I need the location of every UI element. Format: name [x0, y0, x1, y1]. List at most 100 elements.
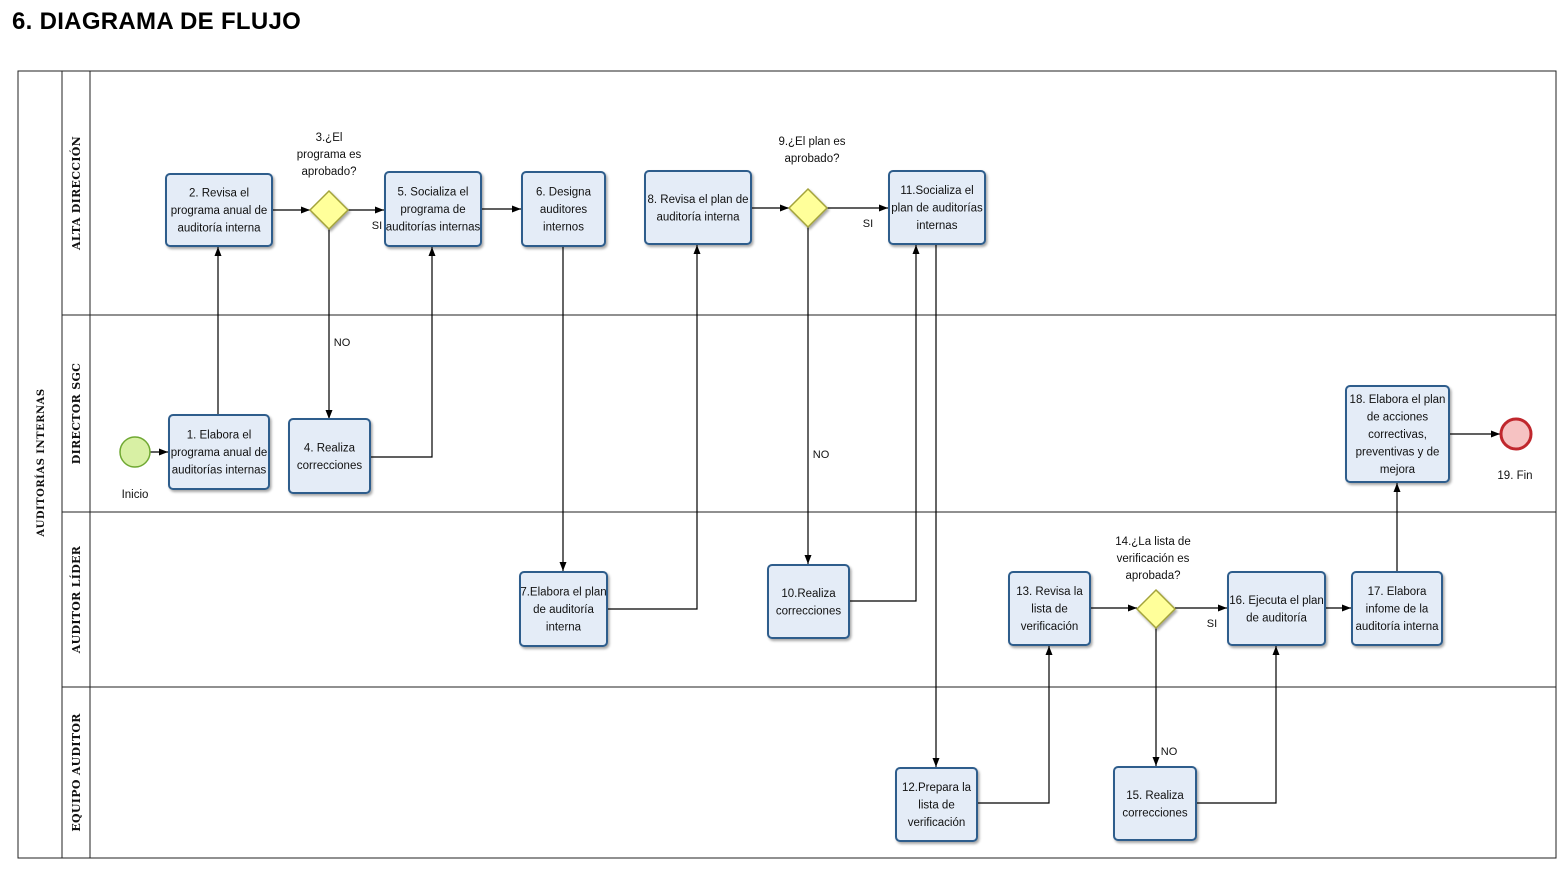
task-label: 1. Elabora el: [187, 430, 252, 442]
task-label: 16. Ejecuta el plan: [1229, 595, 1324, 607]
task-label: correctivas,: [1368, 429, 1427, 441]
task-box: [1345, 385, 1450, 483]
gateway-label: aprobada?: [1126, 570, 1181, 582]
task-label: 15. Realiza: [1126, 790, 1184, 802]
node-n6: 6. Designa auditores internos: [521, 171, 606, 247]
task-label: 10.Realiza: [781, 588, 836, 600]
task-box: [519, 571, 608, 647]
node-n11: 11.Socializa el plan de auditorías interna…: [888, 170, 986, 245]
edge-label-yes: SI: [1207, 618, 1217, 630]
task-box: [1113, 766, 1197, 841]
gateway-label: aprobado?: [302, 166, 357, 178]
start-label: Inicio: [122, 489, 149, 501]
task-label: lista de: [1031, 604, 1067, 616]
task-box: [644, 170, 752, 245]
task-label: auditoría interna: [656, 211, 740, 223]
task-label: infome de la: [1366, 604, 1429, 616]
node-n4: 4. Realiza correcciones: [288, 418, 371, 494]
task-label: auditoría interna: [177, 223, 261, 235]
task-label: 4. Realiza: [304, 442, 356, 454]
task-box: [767, 564, 850, 639]
lane-label: DIRECTOR SGC: [70, 363, 83, 464]
task-label: auditores: [540, 204, 588, 216]
task-label: 2. Revisa el: [189, 188, 249, 200]
task-label: de auditoría: [1246, 612, 1307, 624]
node-n15: 15. Realiza correcciones: [1113, 766, 1197, 841]
task-label: 6. Designa: [536, 187, 592, 199]
node-n3: 3.¿El programa es aprobado?: [297, 132, 362, 231]
task-label: plan de auditorías: [891, 203, 983, 215]
task-label: 5. Socializa el: [398, 187, 469, 199]
gateway-label: 9.¿El plan es: [778, 136, 845, 148]
task-label: de auditoría: [533, 604, 594, 616]
pool-border: [17, 70, 1557, 859]
task-label: programa anual de: [171, 447, 268, 459]
edge-label-no: NO: [1161, 746, 1178, 758]
end-event: [1499, 417, 1533, 451]
task-label: 18. Elabora el plan: [1350, 394, 1446, 406]
node-n5: 5. Socializa el programa de auditorías int…: [384, 171, 482, 247]
task-box: [888, 170, 986, 245]
task-label: internos: [543, 222, 584, 234]
node-n8: 8. Revisa el plan de auditoría interna: [644, 170, 752, 245]
task-box: [288, 418, 371, 494]
lane-label: ALTA DIRECCIÓN: [69, 136, 83, 251]
edges: SI NO SI NO SI NO: [150, 204, 1500, 804]
flow-arrow: [607, 245, 701, 610]
task-label: 12.Prepara la: [902, 782, 972, 794]
start-event: [119, 436, 151, 468]
node-n18: 18. Elabora el plan de acciones correctiva…: [1345, 385, 1450, 483]
task-label: 7.Elabora el plan: [520, 587, 606, 599]
gateway-diamond: [1135, 588, 1177, 630]
edge-label-yes: SI: [372, 220, 382, 232]
gateway-label: verificación es: [1117, 553, 1190, 565]
task-box: [1351, 571, 1443, 646]
task-label: de acciones: [1367, 412, 1429, 424]
task-label: auditorías internas: [386, 222, 481, 234]
edge-label-no: NO: [334, 337, 351, 349]
pool-label: AUDITORÍAS INTERNAS: [35, 388, 47, 537]
task-label: correcciones: [1122, 807, 1187, 819]
node-start: Inicio: [119, 436, 151, 501]
task-box: [1227, 571, 1326, 646]
task-label: mejora: [1380, 464, 1416, 476]
gateway-label: 14.¿La lista de: [1115, 536, 1190, 548]
node-n10: 10.Realiza correcciones: [767, 564, 850, 639]
edge-label-yes: SI: [863, 218, 873, 230]
task-box: [165, 173, 273, 247]
node-n14: 14.¿La lista de verificación es aprobada?: [1115, 536, 1191, 630]
task-label: preventivas y de: [1356, 447, 1440, 459]
end-label: 19. Fin: [1497, 470, 1532, 482]
task-label: verificación: [1021, 621, 1079, 633]
task-box: [521, 171, 606, 247]
task-label: correcciones: [776, 605, 841, 617]
gateway-label: 3.¿El: [316, 132, 343, 144]
gateway-label: programa es: [297, 149, 362, 161]
task-box: [1008, 571, 1091, 646]
flow-arrow: [1196, 646, 1280, 804]
task-label: 11.Socializa el: [900, 185, 973, 197]
task-label: lista de: [918, 800, 954, 812]
task-label: programa de: [400, 204, 465, 216]
gateway-diamond: [308, 189, 350, 231]
flow-arrow: [849, 245, 920, 602]
task-label: programa anual de: [171, 205, 268, 217]
task-label: internas: [917, 220, 958, 232]
gateway-label: aprobado?: [785, 153, 840, 165]
flow-arrow: [370, 247, 436, 458]
task-label: 8. Revisa el plan de: [647, 194, 748, 206]
node-n9: 9.¿El plan es aprobado?: [778, 136, 846, 229]
task-label: interna: [546, 622, 582, 634]
task-label: 17. Elabora: [1368, 586, 1427, 598]
task-box: [168, 414, 270, 490]
task-box: [895, 767, 978, 842]
flow-arrow: [977, 646, 1053, 804]
node-n2: 2. Revisa el programa anual de auditoría i…: [165, 173, 273, 247]
edge-label-no: NO: [813, 449, 830, 461]
task-label: correcciones: [297, 460, 362, 472]
